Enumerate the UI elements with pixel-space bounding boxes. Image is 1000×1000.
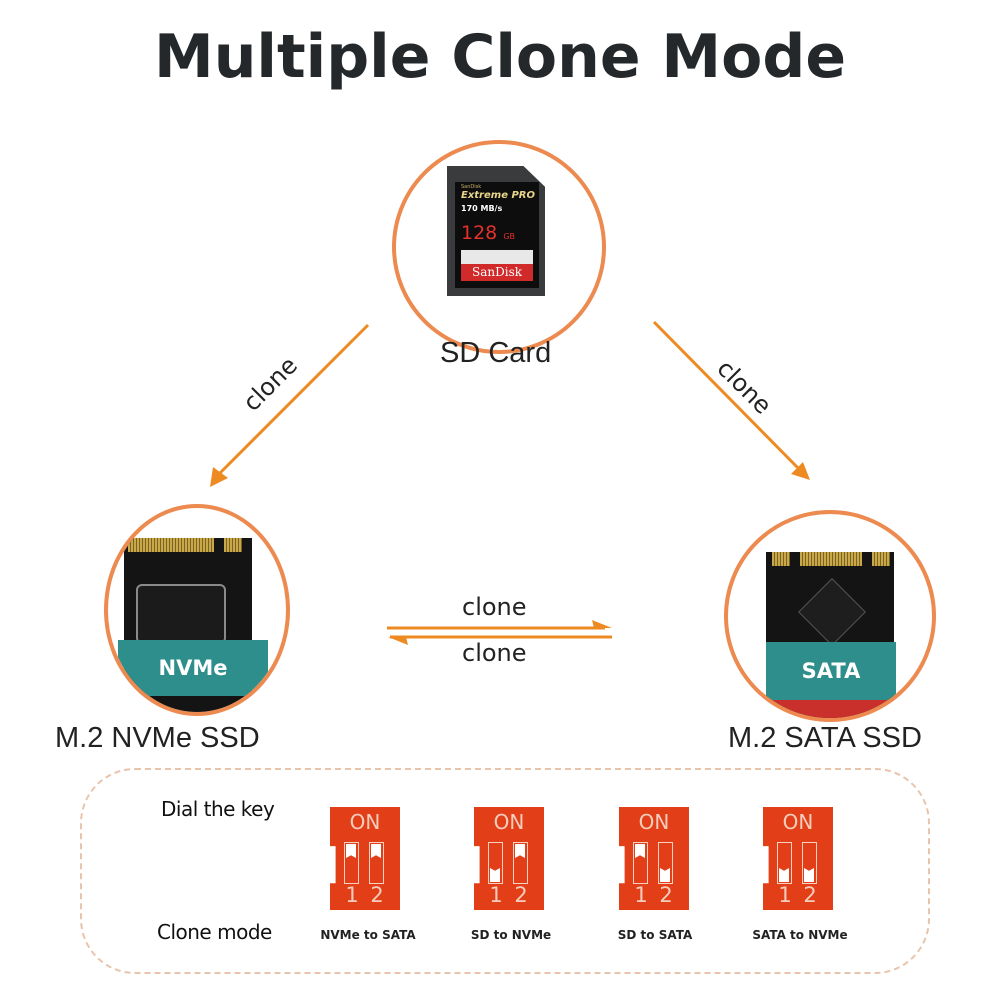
switch-2-slot	[369, 842, 384, 884]
nvme-band: NVMe	[118, 640, 268, 696]
arrow-label-nvme-sata: clone	[462, 593, 527, 621]
sd-brand-small: SanDisk	[461, 184, 482, 190]
switch-1-toggle	[635, 844, 645, 858]
switch-1-toggle	[346, 844, 356, 858]
switch-2-number: 2	[514, 883, 528, 907]
sd-product-line: Extreme PRO	[461, 190, 535, 201]
switch-2-slot	[658, 842, 673, 884]
switch-2-toggle	[515, 844, 525, 858]
arrow-sd-to-sata	[652, 320, 810, 480]
sd-capacity-unit: GB	[503, 232, 515, 241]
switch-1-number: 1	[778, 883, 792, 907]
switch-2-number: 2	[659, 883, 673, 907]
clone-mode-2: SD to NVMe	[470, 928, 552, 942]
nvme-label: M.2 NVMe SSD	[55, 722, 260, 754]
switch-2-number: 2	[370, 883, 384, 907]
switch-2-toggle	[804, 868, 814, 882]
dial-key-label: Dial the key	[161, 797, 275, 821]
switch-1-toggle	[490, 868, 500, 882]
sata-band: SATA	[766, 642, 896, 700]
sd-card-label: SD Card	[440, 337, 552, 369]
sd-card-image: SanDisk Extreme PRO 170 MB/s 128 GB SanD…	[447, 166, 545, 296]
arrow-sata-to-nvme	[388, 635, 612, 645]
sata-node: SATA	[724, 510, 936, 722]
switch-1-slot	[488, 842, 503, 884]
dip-switch-panel	[80, 768, 930, 974]
on-label: ON	[349, 810, 381, 834]
switch-1-slot	[777, 842, 792, 884]
switch-2-toggle	[371, 844, 381, 858]
switch-2-slot	[513, 842, 528, 884]
sd-speed: 170 MB/s	[461, 204, 503, 213]
switch-2-number: 2	[803, 883, 817, 907]
nvme-node: NVMe	[104, 504, 290, 716]
switch-1-number: 1	[489, 883, 503, 907]
switch-1-slot	[633, 842, 648, 884]
on-label: ON	[782, 810, 814, 834]
on-label: ON	[638, 810, 670, 834]
sd-capacity-value: 128	[461, 222, 498, 244]
page-title: Multiple Clone Mode	[153, 22, 847, 92]
switch-1-number: 1	[345, 883, 359, 907]
arrow-sd-to-nvme	[210, 323, 370, 487]
switch-1-number: 1	[634, 883, 648, 907]
sata-label: M.2 SATA SSD	[728, 722, 922, 754]
sd-capacity: 128 GB	[461, 222, 515, 244]
switch-1-slot	[344, 842, 359, 884]
arrow-label-sata-nvme: clone	[462, 639, 527, 667]
sd-label-area	[461, 250, 533, 264]
sd-card-node: SanDisk Extreme PRO 170 MB/s 128 GB SanD…	[392, 140, 606, 354]
switch-2-toggle	[660, 868, 670, 882]
switch-1-toggle	[779, 868, 789, 882]
arrow-nvme-to-sata	[387, 620, 612, 630]
on-label: ON	[493, 810, 525, 834]
clone-mode-1: NVMe to SATA	[320, 928, 416, 942]
clone-mode-3: SD to SATA	[617, 928, 693, 942]
clone-mode-label: Clone mode	[157, 920, 272, 944]
switch-2-slot	[802, 842, 817, 884]
sd-brand: SanDisk	[461, 264, 533, 281]
clone-mode-4: SATA to NVMe	[752, 928, 848, 942]
